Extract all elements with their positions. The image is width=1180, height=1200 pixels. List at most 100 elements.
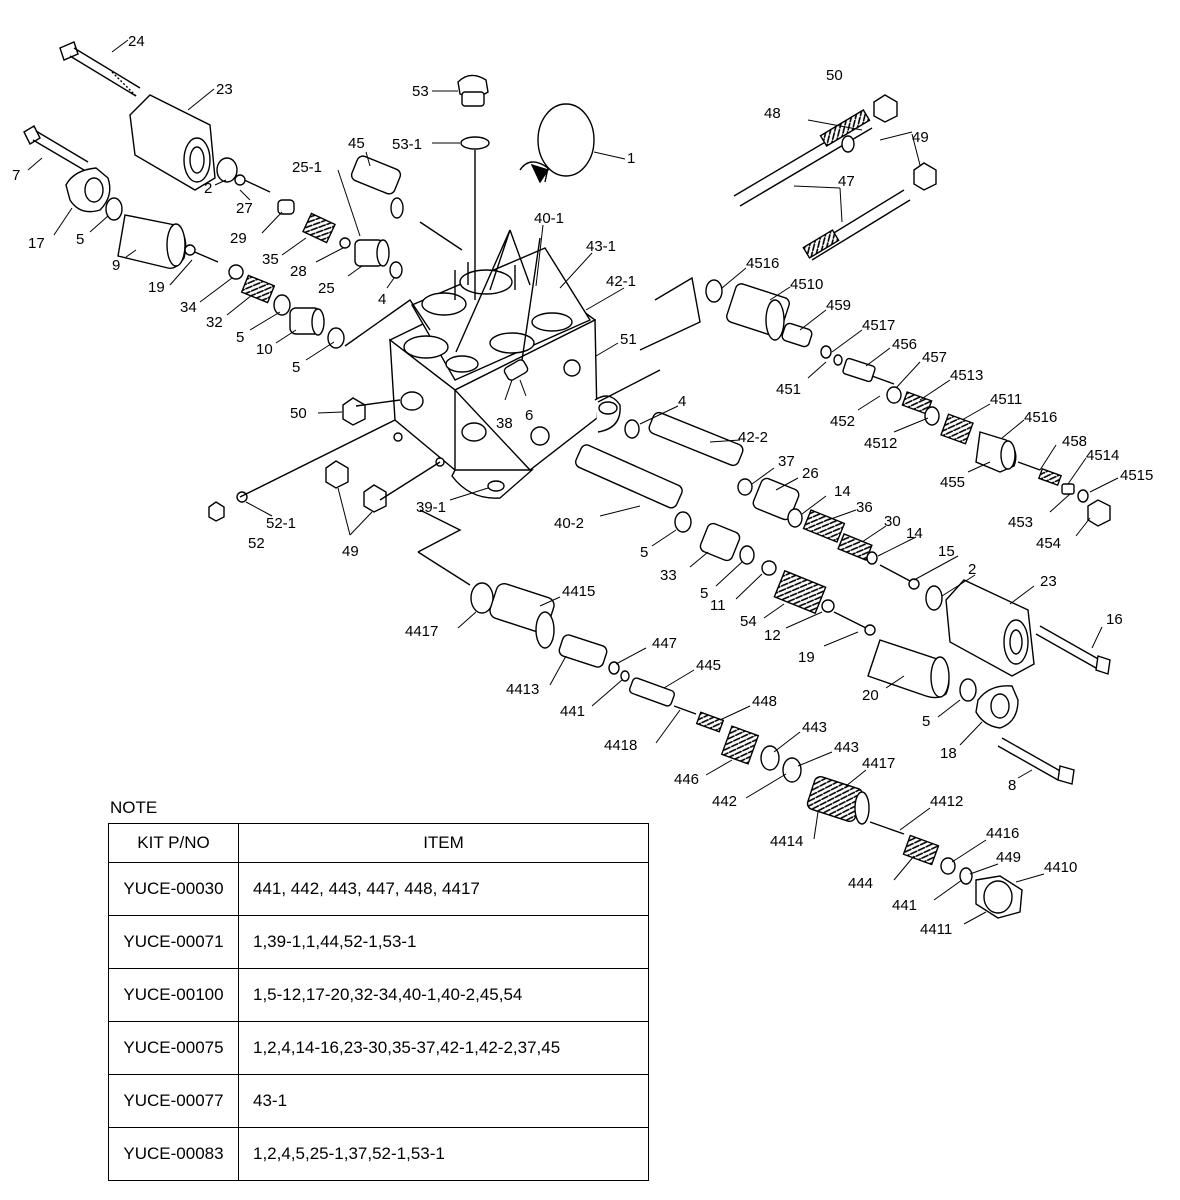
- callout-5: 5: [76, 231, 84, 248]
- callout-16: 16: [1106, 611, 1123, 628]
- callout-2: 2: [968, 561, 976, 578]
- callout-4512: 4512: [864, 435, 897, 452]
- top-middle-parts: [457, 74, 595, 184]
- callout-458: 458: [1062, 433, 1087, 450]
- callout-47: 47: [838, 173, 855, 190]
- callout-53: 53: [412, 83, 429, 100]
- callout-24: 24: [128, 33, 145, 50]
- callout-15: 15: [938, 543, 955, 560]
- top-right-parts: [733, 94, 937, 261]
- callout-443: 443: [834, 739, 859, 756]
- table-row: YUCE-00100 1,5-12,17-20,32-34,40-1,40-2,…: [108, 968, 649, 1022]
- callout-455: 455: [940, 474, 965, 491]
- kit-column-header: KIT P/NO: [108, 823, 239, 863]
- right-valve-stack: [705, 279, 1111, 527]
- callout-4417: 4417: [862, 755, 895, 772]
- table-row: YUCE-00083 1,2,4,5,25-1,37,52-1,53-1: [108, 1127, 649, 1181]
- callout-49: 49: [342, 543, 359, 560]
- callout-23: 23: [1040, 573, 1057, 590]
- callout-4416: 4416: [986, 825, 1019, 842]
- callout-447: 447: [652, 635, 677, 652]
- table-row: YUCE-00075 1,2,4,14-16,23-30,35-37,42-1,…: [108, 1021, 649, 1075]
- callout-50: 50: [826, 67, 843, 84]
- callout-25: 25: [318, 280, 335, 297]
- kit-table-header: KIT P/NO ITEM: [108, 823, 649, 863]
- table-row: YUCE-00030 441, 442, 443, 447, 448, 4417: [108, 862, 649, 916]
- callout-17: 17: [28, 235, 45, 252]
- table-row: YUCE-00077 43-1: [108, 1074, 649, 1128]
- assembly-guide-lines: [239, 150, 701, 586]
- callout-54: 54: [740, 613, 757, 630]
- callout-42-1: 42-1: [606, 273, 636, 290]
- callout-12: 12: [764, 627, 781, 644]
- item-column-header: ITEM: [238, 823, 649, 863]
- callout-39-1: 39-1: [416, 499, 446, 516]
- callout-52-1: 52-1: [266, 515, 296, 532]
- callout-34: 34: [180, 299, 197, 316]
- callout-11: 11: [710, 597, 726, 614]
- callout-4411: 4411: [920, 921, 952, 938]
- callout-50: 50: [290, 405, 307, 422]
- callout-32: 32: [206, 314, 223, 331]
- callout-454: 454: [1036, 535, 1061, 552]
- note-title: NOTE: [110, 798, 158, 817]
- callout-5: 5: [640, 544, 648, 561]
- callout-4515: 4515: [1120, 467, 1153, 484]
- kit-number: YUCE-00030: [108, 862, 239, 916]
- callout-53-1: 53-1: [392, 136, 422, 153]
- table-row: YUCE-00071 1,39-1,1,44,52-1,53-1: [108, 915, 649, 969]
- callout-452: 452: [830, 413, 855, 430]
- callout-4510: 4510: [790, 276, 823, 293]
- callout-35: 35: [262, 251, 279, 268]
- callout-449: 449: [996, 849, 1021, 866]
- callout-4516: 4516: [1024, 409, 1057, 426]
- kit-number: YUCE-00083: [108, 1127, 239, 1181]
- callout-7: 7: [12, 167, 20, 184]
- callout-38: 38: [496, 415, 513, 432]
- callout-5: 5: [236, 329, 244, 346]
- kit-table: KIT P/NO ITEM YUCE-00030 441, 442, 443, …: [108, 823, 649, 1181]
- callout-8: 8: [1008, 777, 1016, 794]
- callout-9: 9: [112, 257, 120, 274]
- callout-453: 453: [1008, 514, 1033, 531]
- callout-18: 18: [940, 745, 957, 762]
- callout-4: 4: [678, 393, 686, 410]
- callout-23: 23: [216, 81, 233, 98]
- callout-4516: 4516: [746, 255, 779, 272]
- callout-441: 441: [892, 897, 917, 914]
- callout-51: 51: [620, 331, 637, 348]
- kit-items: 1,5-12,17-20,32-34,40-1,40-2,45,54: [238, 968, 649, 1022]
- bottom-valve-stack: [470, 582, 1023, 919]
- callout-4413: 4413: [506, 681, 539, 698]
- callout-451: 451: [776, 381, 801, 398]
- callout-459: 459: [826, 297, 851, 314]
- kit-number: YUCE-00100: [108, 968, 239, 1022]
- callout-457: 457: [922, 349, 947, 366]
- callout-29: 29: [230, 230, 247, 247]
- callout-4513: 4513: [950, 367, 983, 384]
- callout-5: 5: [700, 585, 708, 602]
- callout-4: 4: [378, 291, 386, 308]
- callout-43-1: 43-1: [586, 238, 616, 255]
- callout-48: 48: [764, 105, 781, 122]
- callout-444: 444: [848, 875, 873, 892]
- leader-lines: [27, 39, 1119, 925]
- kit-items: 441, 442, 443, 447, 448, 4417: [238, 862, 649, 916]
- callout-25-1: 25-1: [292, 159, 322, 176]
- callout-1: 1: [627, 150, 635, 167]
- middle-spool-parts: [575, 411, 1111, 785]
- callout-4412: 4412: [930, 793, 963, 810]
- kit-items: 1,2,4,14-16,23-30,35-37,42-1,42-2,37,45: [238, 1021, 649, 1075]
- callout-37: 37: [778, 453, 795, 470]
- callout-4414: 4414: [770, 833, 803, 850]
- callout-456: 456: [892, 336, 917, 353]
- callout-4511: 4511: [990, 391, 1022, 408]
- callout-45: 45: [348, 135, 365, 152]
- callout-52: 52: [248, 535, 265, 552]
- callout-2: 2: [204, 180, 212, 197]
- callout-4415: 4415: [562, 583, 595, 600]
- callout-33: 33: [660, 567, 677, 584]
- callout-448: 448: [752, 693, 777, 710]
- callout-441: 441: [560, 703, 585, 720]
